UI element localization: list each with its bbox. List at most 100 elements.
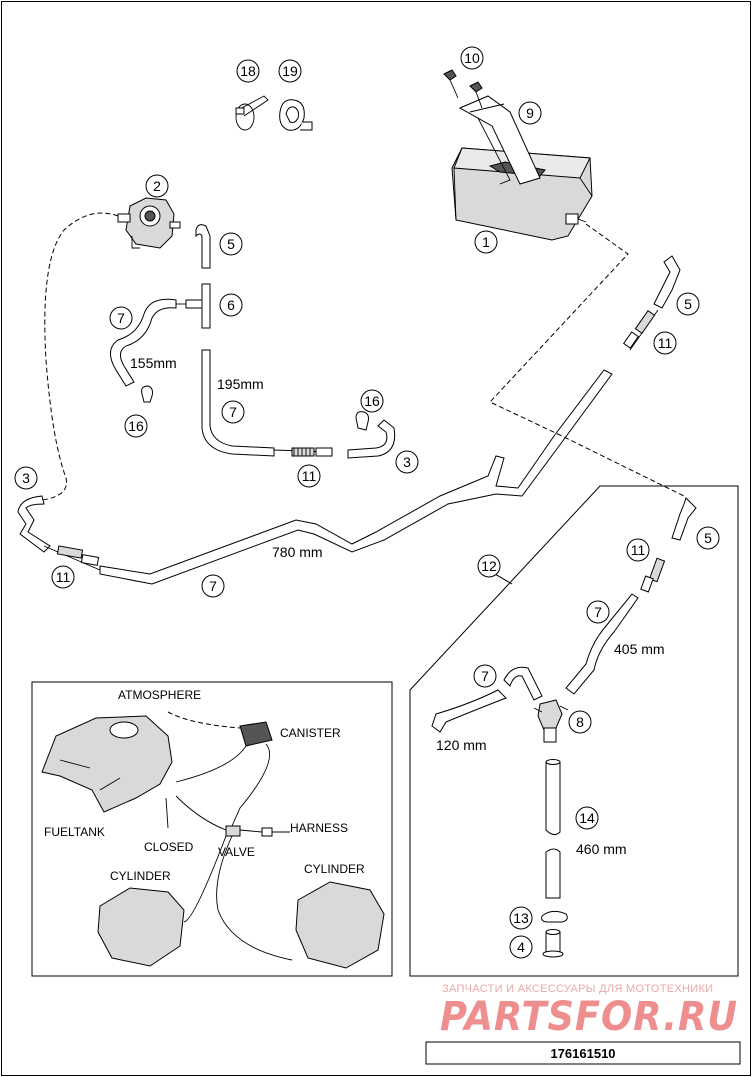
hose-3-left	[17, 495, 51, 553]
bolt-part	[443, 69, 483, 109]
callout-5-top: 5	[219, 232, 243, 256]
svg-text:10: 10	[464, 50, 480, 66]
svg-text:7: 7	[229, 404, 237, 420]
valve-8-part	[533, 699, 569, 743]
svg-text:6: 6	[227, 297, 235, 313]
svg-text:16: 16	[128, 418, 144, 434]
hose-5-kit	[671, 497, 697, 541]
label-harness: HARNESS	[290, 821, 348, 835]
label-closed: CLOSED	[144, 840, 194, 854]
connector-11-mid	[273, 447, 333, 457]
callout-7-kit-lower: 7	[473, 664, 497, 688]
svg-text:1: 1	[482, 234, 490, 250]
callout-3-left: 3	[14, 466, 38, 490]
schematic-inset	[31, 681, 393, 977]
hose-5-upper	[195, 224, 211, 269]
clamp-part	[279, 99, 313, 131]
label-cylinder-left: CYLINDER	[110, 869, 171, 883]
callout-16-left: 16	[124, 414, 148, 438]
dim-155mm: 155mm	[130, 355, 177, 371]
watermark-logo: PARTSFOR.RU	[440, 994, 738, 1040]
label-valve: VALVE	[218, 845, 255, 859]
svg-text:11: 11	[56, 569, 71, 585]
svg-text:8: 8	[576, 714, 584, 730]
dim-195mm: 195mm	[217, 376, 264, 392]
callout-6: 6	[219, 293, 243, 317]
svg-text:11: 11	[302, 468, 317, 484]
callout-11-right: 11	[653, 331, 677, 355]
callout-13: 13	[509, 906, 533, 930]
svg-text:5: 5	[704, 530, 712, 546]
svg-text:11: 11	[631, 542, 646, 558]
hose-195mm	[201, 349, 275, 457]
svg-text:14: 14	[579, 810, 595, 826]
callout-7-bottom: 7	[201, 574, 225, 598]
label-cylinder-right: CYLINDER	[304, 862, 365, 876]
callout-18: 18	[236, 59, 260, 83]
cap-4-part	[542, 929, 564, 958]
callout-12: 12	[477, 554, 501, 578]
document-number: 176161510	[550, 1046, 615, 1061]
svg-text:18: 18	[240, 63, 256, 79]
connector-11-right	[623, 309, 659, 351]
callout-7-left: 7	[109, 306, 133, 330]
callout-7-mid: 7	[221, 400, 245, 424]
svg-text:3: 3	[403, 454, 411, 470]
callout-4: 4	[509, 935, 533, 959]
label-canister: CANISTER	[280, 726, 341, 740]
svg-text:7: 7	[481, 668, 489, 684]
hose-120mm	[431, 689, 507, 733]
hose-780mm	[99, 369, 613, 585]
purge-valve-part	[117, 197, 181, 249]
hose-5-right	[653, 255, 681, 309]
svg-text:4: 4	[517, 939, 525, 955]
connector-11-kit	[640, 557, 666, 593]
label-atmosphere: ATMOSPHERE	[118, 688, 201, 702]
hose-3-right	[347, 419, 396, 459]
callout-8: 8	[568, 710, 592, 734]
callout-7-kit-upper: 7	[586, 600, 610, 624]
hose-460mm	[545, 759, 561, 899]
clamp-16-right	[355, 411, 369, 431]
svg-text:5: 5	[684, 296, 692, 312]
callout-11-kit: 11	[626, 538, 650, 562]
svg-text:7: 7	[117, 310, 125, 326]
svg-text:11: 11	[658, 335, 673, 351]
bracket-part	[458, 95, 541, 185]
callout-11-left: 11	[51, 565, 75, 589]
hose-7-kit-elbow	[503, 666, 543, 701]
dim-405mm: 405 mm	[614, 641, 665, 657]
callout-5-kit: 5	[696, 526, 720, 550]
svg-text:12: 12	[481, 558, 497, 574]
callout-2: 2	[145, 174, 169, 198]
callout-5-right: 5	[676, 292, 700, 316]
svg-text:3: 3	[22, 470, 30, 486]
watermark-tagline: ЗАПЧАСТИ И АКСЕССУАРЫ ДЛЯ МОТОТЕХНИКИ	[442, 983, 713, 995]
cable-tie-part	[235, 95, 269, 131]
dim-780mm: 780 mm	[272, 544, 323, 560]
callout-19: 19	[278, 59, 302, 83]
callout-1: 1	[474, 230, 498, 254]
hose-405mm	[565, 593, 639, 695]
callout-10: 10	[460, 46, 484, 70]
label-fueltank: FUELTANK	[44, 825, 105, 839]
callout-3-right: 3	[395, 450, 419, 474]
t-fitting-part	[176, 283, 211, 329]
svg-text:2: 2	[153, 178, 161, 194]
dim-120mm: 120 mm	[436, 737, 487, 753]
svg-text:19: 19	[282, 63, 298, 79]
callout-9: 9	[518, 101, 542, 125]
svg-text:13: 13	[513, 910, 529, 926]
clamp-16-left	[141, 385, 153, 403]
callout-16-right: 16	[360, 389, 384, 413]
svg-text:16: 16	[364, 393, 380, 409]
svg-text:5: 5	[227, 236, 235, 252]
svg-text:7: 7	[594, 604, 602, 620]
hose-155mm	[110, 298, 177, 387]
dashed-leader-canister	[489, 223, 685, 497]
svg-text:7: 7	[209, 578, 217, 594]
dashed-leader-valve-to-hose3	[41, 212, 119, 501]
svg-text:9: 9	[526, 105, 534, 121]
